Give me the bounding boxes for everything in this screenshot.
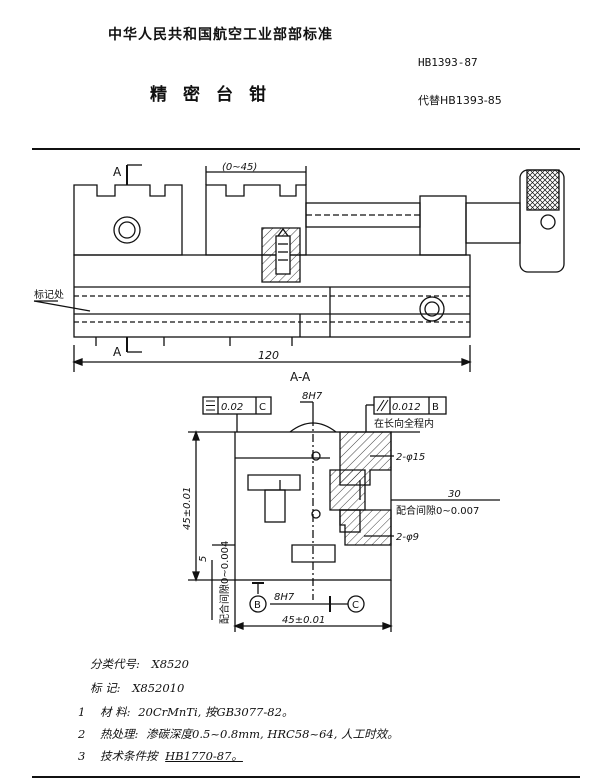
footer-divider <box>32 776 580 778</box>
hole-2-phi15: 2-φ15 <box>396 452 425 463</box>
height-45: 45±0.01 <box>182 487 193 530</box>
class-code-row: 分类代号: X8520 <box>90 656 189 672</box>
clearance-left: 配合间隙0~0.004 <box>218 541 231 624</box>
section-mark-top: A <box>113 165 122 179</box>
datum-c: C <box>352 600 359 611</box>
dim-5: 5 <box>198 556 209 562</box>
standard-number: HB1393-87 <box>418 56 478 69</box>
section-mark-bottom: A <box>113 345 122 359</box>
class-code-label: 分类代号: <box>90 657 140 671</box>
parallel-datum: B <box>432 402 439 413</box>
marking-row: 标 记: X852010 <box>90 680 184 696</box>
section-title: A-A <box>290 370 311 384</box>
datum-b: B <box>254 600 261 611</box>
range-dimension: (0~45) <box>222 162 257 173</box>
overall-length: 120 <box>258 349 279 362</box>
symmetry-datum: C <box>259 402 266 413</box>
dim-30: 30 <box>448 489 461 500</box>
class-code-value: X8520 <box>151 657 189 671</box>
fit-8h7-top: 8H7 <box>302 391 323 402</box>
label-marking: 标记处 <box>34 289 64 301</box>
marking-label: 标 记: <box>90 681 121 695</box>
fit-8h7-bottom: 8H7 <box>274 592 295 603</box>
symmetry-tolerance: 0.02 <box>221 402 243 413</box>
clearance-right: 配合间隙0~0.007 <box>396 504 479 517</box>
parallel-note: 在长向全程内 <box>374 417 434 430</box>
header-divider <box>32 148 580 150</box>
document-title: 精密台钳 <box>150 85 282 105</box>
replaces-standard: 代替HB1393-85 <box>418 94 502 107</box>
width-45: 45±0.01 <box>282 615 325 626</box>
hole-2-phi9: 2-φ9 <box>396 532 419 543</box>
vise-top-view <box>33 164 565 372</box>
marking-value: X852010 <box>132 681 185 695</box>
section-a-a-view <box>188 396 500 632</box>
parallel-tolerance: 0.012 <box>392 402 421 413</box>
issuing-organization: 中华人民共和国航空工业部部标准 <box>108 27 333 43</box>
